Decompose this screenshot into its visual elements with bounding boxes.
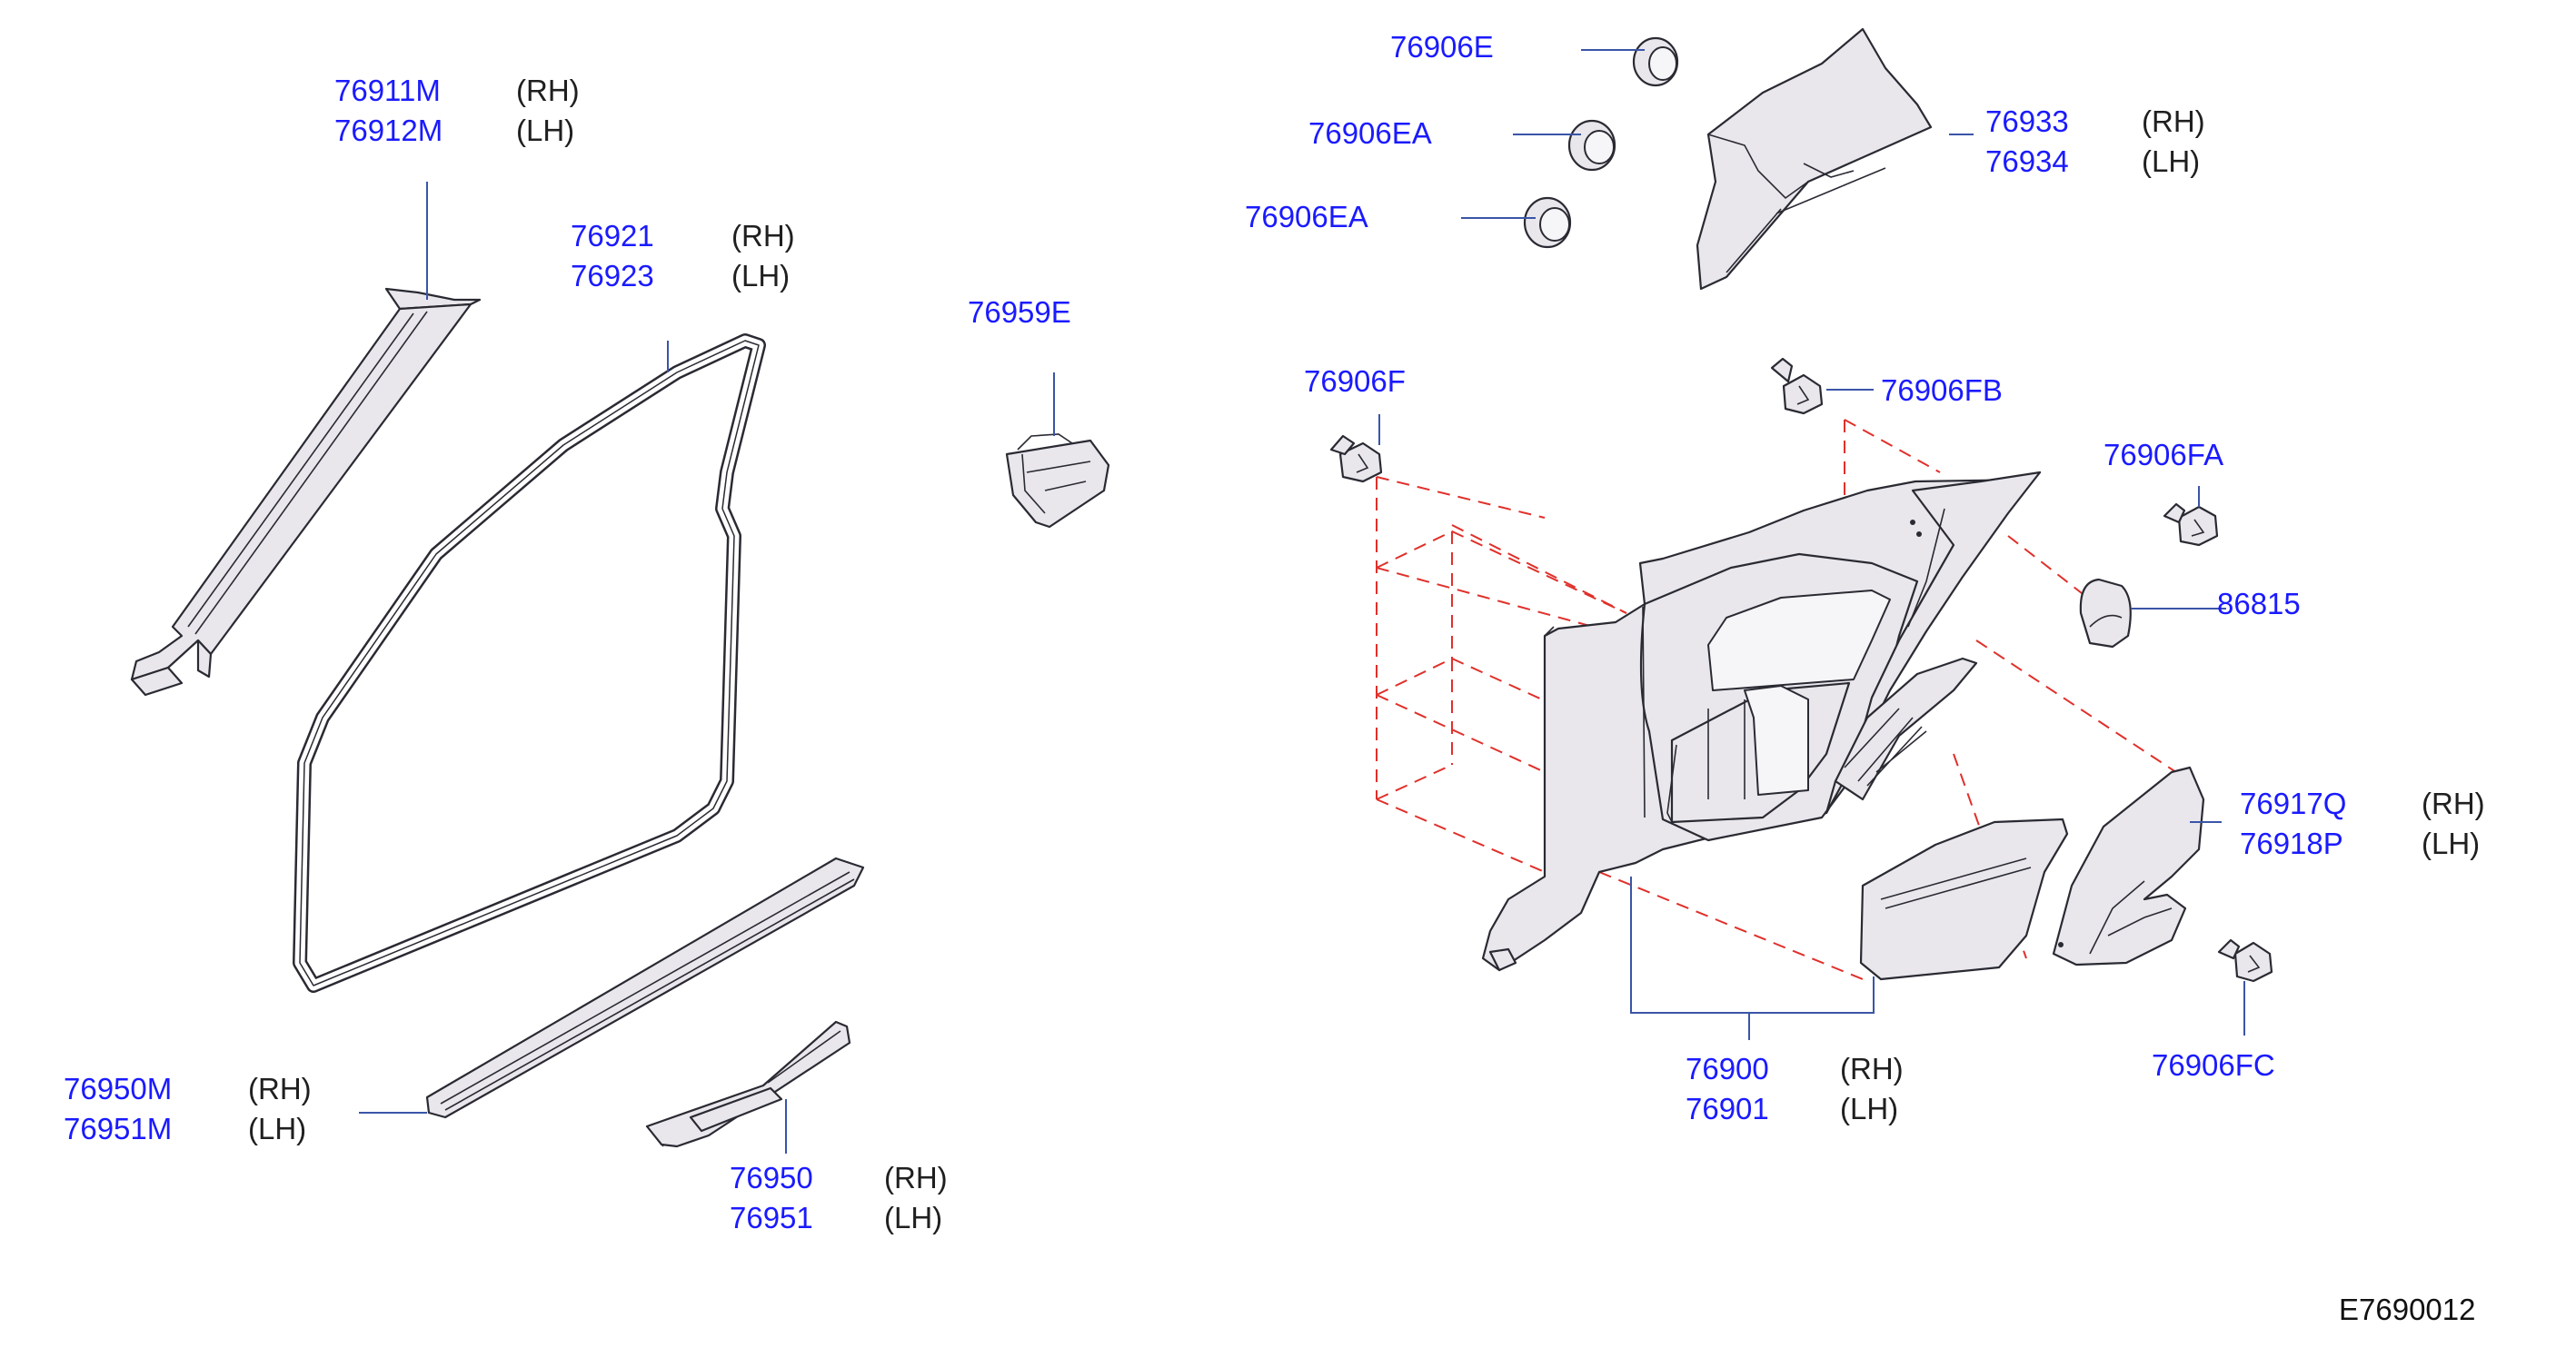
pn-76934[interactable]: 76934 <box>1985 144 2069 178</box>
front-pillar-garnish[interactable] <box>130 287 482 697</box>
pn-76901[interactable]: 76901 <box>1686 1092 1769 1125</box>
grommet-76906ea-lower[interactable] <box>1523 196 1572 249</box>
rh-label: (RH) <box>731 219 795 253</box>
rh-label: (RH) <box>516 74 580 107</box>
pn-76950m[interactable]: 76950M <box>64 1072 173 1105</box>
pn-76906f[interactable]: 76906F <box>1304 364 1406 398</box>
pn-76906ea-upper[interactable]: 76906EA <box>1308 116 1432 150</box>
pn-76933[interactable]: 76933 <box>1985 104 2069 138</box>
pn-76923[interactable]: 76923 <box>571 259 654 292</box>
clip-76906fa[interactable] <box>2163 502 2219 547</box>
pn-76906ea-lower[interactable]: 76906EA <box>1245 200 1368 233</box>
lh-label: (LH) <box>516 114 575 147</box>
pn-76921[interactable]: 76921 <box>571 219 654 253</box>
diagram-id: E7690012 <box>2339 1293 2476 1326</box>
rear-pillar-garnish[interactable] <box>1696 27 1933 291</box>
kicking-plate-inner[interactable] <box>645 1020 851 1148</box>
lh-label: (LH) <box>2422 827 2481 860</box>
pn-76906fa[interactable]: 76906FA <box>2104 438 2224 471</box>
wheel-arch-trim[interactable] <box>2052 766 2205 966</box>
pn-76906fb[interactable]: 76906FB <box>1881 373 2003 407</box>
lh-label: (LH) <box>1840 1092 1899 1125</box>
rh-label: (RH) <box>884 1161 948 1194</box>
rh-label: (RH) <box>2422 787 2485 820</box>
door-weatherstrip[interactable] <box>293 333 766 993</box>
quarter-trim-lower-panel[interactable] <box>1859 818 2069 981</box>
pn-76906e[interactable]: 76906E <box>1390 30 1494 64</box>
clip-76959e[interactable] <box>1005 433 1110 529</box>
rh-label: (RH) <box>2142 104 2205 138</box>
pn-76959e[interactable]: 76959E <box>968 295 1071 329</box>
grommet-76906e[interactable] <box>1632 36 1679 87</box>
pn-76912m[interactable]: 76912M <box>334 114 443 147</box>
pn-76950[interactable]: 76950 <box>730 1161 813 1194</box>
lh-label: (LH) <box>248 1112 307 1145</box>
pn-86815[interactable]: 86815 <box>2217 587 2301 620</box>
rh-label: (RH) <box>1840 1052 1904 1085</box>
clip-76906fc[interactable] <box>2217 938 2273 983</box>
cap-86815[interactable] <box>2079 578 2132 649</box>
pn-76906fc[interactable]: 76906FC <box>2152 1048 2275 1082</box>
lh-label: (LH) <box>731 259 791 292</box>
kicking-plate-outer[interactable] <box>425 857 865 1119</box>
clip-76906fb[interactable] <box>1770 357 1824 415</box>
pn-76951m[interactable]: 76951M <box>64 1112 173 1145</box>
pn-76911m[interactable]: 76911M <box>334 74 441 107</box>
lh-label: (LH) <box>2142 144 2201 178</box>
pn-76951[interactable]: 76951 <box>730 1201 813 1234</box>
pn-76900[interactable]: 76900 <box>1686 1052 1769 1085</box>
pn-76917q[interactable]: 76917Q <box>2240 787 2347 820</box>
grommet-76906ea-upper[interactable] <box>1567 119 1616 172</box>
pn-76918p[interactable]: 76918P <box>2240 827 2343 860</box>
rh-label: (RH) <box>248 1072 312 1105</box>
leader-lines <box>359 49 2245 1154</box>
lh-label: (LH) <box>884 1201 943 1234</box>
quarter-trim-panel[interactable] <box>1481 471 2042 972</box>
clip-76906f[interactable] <box>1329 434 1383 483</box>
